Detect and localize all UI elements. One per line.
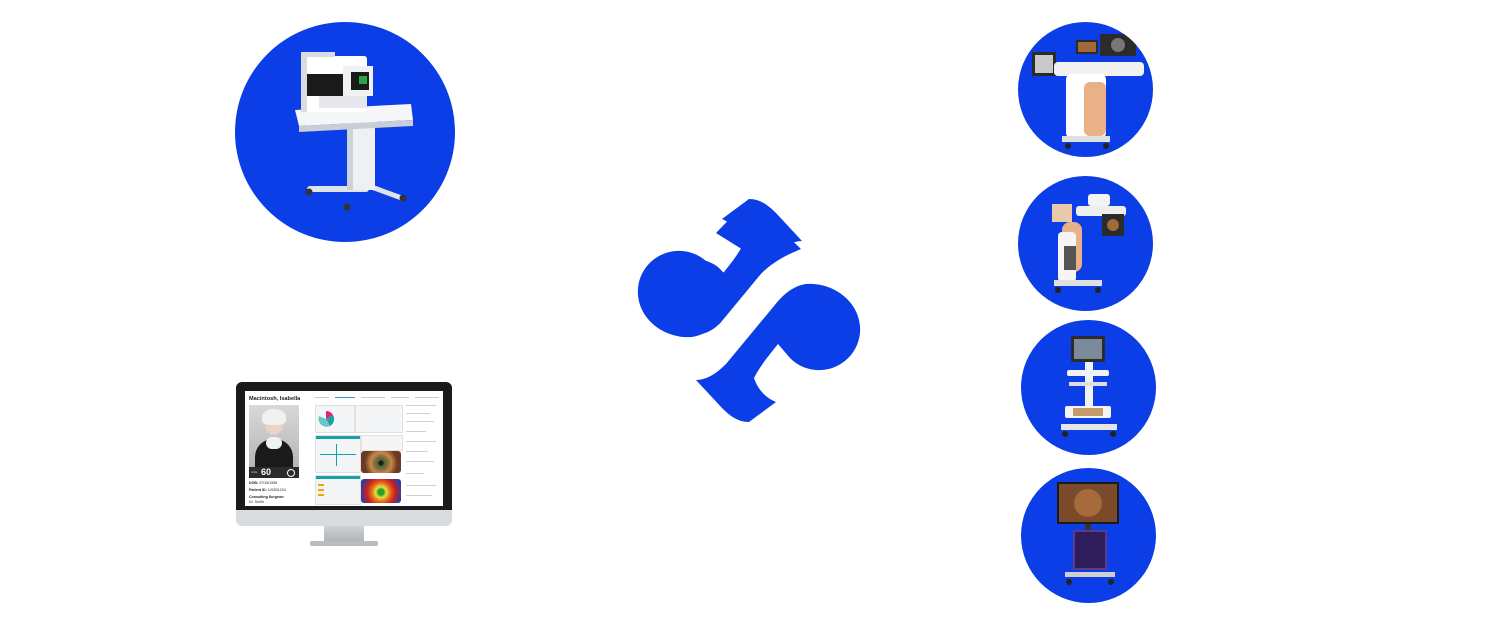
age-value: 60 xyxy=(261,467,272,477)
patient-photo xyxy=(249,405,299,467)
record-tabs xyxy=(315,397,439,401)
eye-image-1 xyxy=(361,451,401,473)
touchscreen-cart-circle xyxy=(1021,320,1156,455)
surgeon-label: Consulting Surgeon: xyxy=(249,495,285,499)
monitor-foot xyxy=(310,541,378,546)
summary-panel xyxy=(315,405,355,433)
diagnostic-device-circle xyxy=(235,22,455,242)
table-panel xyxy=(315,475,361,505)
age-bar: AGE 60 xyxy=(249,467,299,478)
side-panel xyxy=(404,403,440,503)
surgical-microscope-icon xyxy=(1052,194,1126,293)
infinity-diamond-logo-icon xyxy=(637,199,861,422)
patient-name: Macintosh, Isabella xyxy=(249,396,301,402)
tab[interactable] xyxy=(315,397,329,399)
gender-icon xyxy=(287,469,295,477)
tab[interactable] xyxy=(361,397,385,399)
monitor-stand xyxy=(324,526,364,542)
visualization-cart-circle xyxy=(1021,468,1156,603)
monitor-chin xyxy=(236,510,452,526)
surgeon-label-row: Consulting Surgeon: xyxy=(249,495,285,499)
dob-value: 07/15/1958 xyxy=(259,481,278,485)
patient-id-value: 100001234 xyxy=(267,488,286,492)
touchscreen-cart-icon xyxy=(1061,336,1117,437)
tab[interactable] xyxy=(391,397,409,399)
surgical-laser-system-icon xyxy=(1032,34,1144,149)
surgical-microscope-circle xyxy=(1018,176,1153,311)
tab-active[interactable] xyxy=(335,397,355,399)
surgeon-value: Dr. Smith xyxy=(249,500,264,504)
computer-monitor: Macintosh, Isabella AGE 60 DOB: 07/15/19… xyxy=(236,382,452,552)
details-panel xyxy=(355,405,403,433)
laser-system-circle xyxy=(1018,22,1153,157)
age-label: AGE xyxy=(251,470,258,474)
diagnostic-device-icon xyxy=(295,52,413,211)
chart-panel-1 xyxy=(315,435,361,473)
patient-record-screen: Macintosh, Isabella AGE 60 DOB: 07/15/19… xyxy=(245,391,443,506)
toolbar-panel xyxy=(361,435,403,451)
eye-image-2 xyxy=(361,479,401,503)
visualization-display-cart-icon xyxy=(1057,482,1119,585)
patient-id-label: Patient ID: xyxy=(249,488,267,492)
dob-label: DOB: xyxy=(249,481,259,485)
pie-graphic-icon xyxy=(318,410,335,427)
patient-id-row: Patient ID: 100001234 xyxy=(249,488,286,492)
dob-row: DOB: 07/15/1958 xyxy=(249,481,277,485)
surgeon-value-row: Dr. Smith xyxy=(249,500,264,504)
tab[interactable] xyxy=(415,397,439,399)
